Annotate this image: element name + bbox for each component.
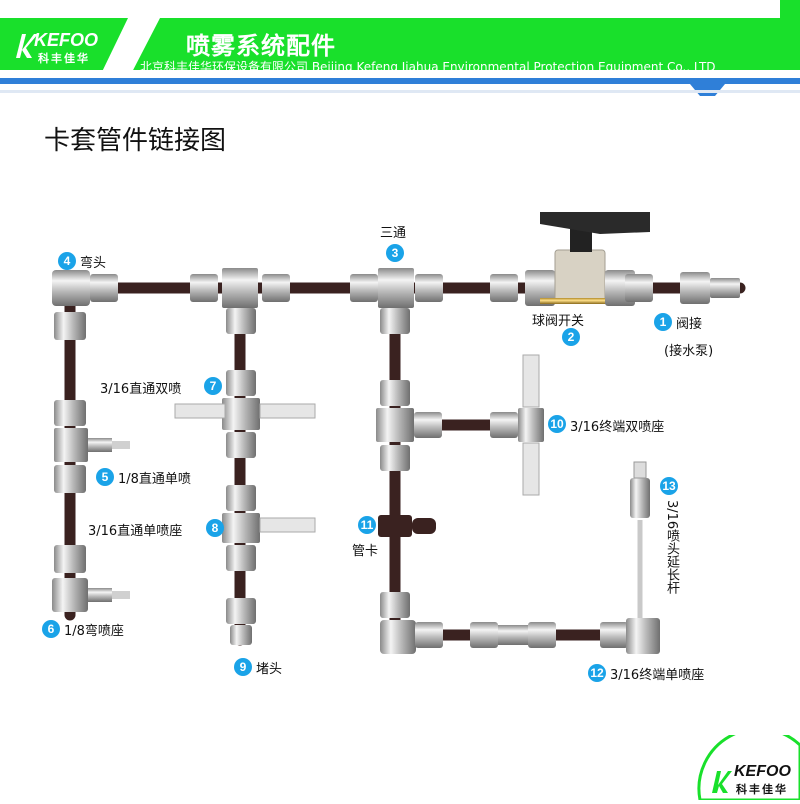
- nut: [415, 274, 443, 302]
- double-nozzle-tee: [222, 398, 260, 430]
- thread-connector: [710, 278, 740, 298]
- label-1-8-elbow: 1/8弯喷座: [64, 624, 124, 639]
- badge-9: 9: [234, 658, 252, 676]
- elbow-1-8: [52, 578, 88, 612]
- ball-valve-body: [554, 249, 606, 303]
- extension-rod: [630, 478, 650, 518]
- badge-10: 10: [548, 415, 566, 433]
- badge-4: 4: [58, 252, 76, 270]
- label-ball-valve: 球阀开关: [532, 314, 585, 329]
- badge-11: 11: [358, 516, 376, 534]
- header-logo-mark: [12, 30, 38, 64]
- badge-5: 5: [96, 468, 114, 486]
- header-title: 喷雾系统配件: [186, 32, 336, 60]
- left-column-fittings: [52, 312, 130, 612]
- end-double-nozzle: [518, 408, 544, 442]
- label-tee: 三通: [380, 226, 407, 241]
- nut: [350, 274, 378, 302]
- label-elbow: 弯头: [80, 256, 107, 271]
- label-extension-rod: 3/16喷头延长杆: [664, 500, 679, 595]
- plug: [230, 625, 252, 645]
- label-pipe-clamp: 管卡: [352, 544, 379, 559]
- valve-handle: [540, 212, 650, 234]
- footer-logo: KEFOO 科丰佳华: [690, 727, 800, 802]
- label-pump: (接水泵): [664, 344, 714, 359]
- header-subtitle: 北京科丰佳华环保设备有限公司 Beijing Kefeng Jiahua Env…: [140, 60, 716, 74]
- badge-8: 8: [206, 519, 224, 537]
- header-banner: KEFOO 科丰佳华 喷雾系统配件 北京科丰佳华环保设备有限公司 Beijing…: [0, 0, 800, 100]
- header-background: [0, 0, 800, 96]
- badge-13: 13: [660, 477, 678, 495]
- nut: [190, 274, 218, 302]
- right-branch-fittings: [376, 308, 544, 654]
- badge-7: 7: [204, 377, 222, 395]
- middle-column-fittings: [174, 308, 316, 645]
- badge-3: 3: [386, 244, 404, 262]
- valve-nut: [525, 270, 555, 306]
- elbow-bottom: [380, 620, 416, 654]
- footer-brand: KEFOO: [734, 763, 791, 780]
- nut: [90, 274, 118, 302]
- label-3-16-straight-double: 3/16直通双喷: [100, 382, 182, 397]
- nut: [490, 274, 518, 302]
- nut: [625, 274, 653, 302]
- tee-1-8: [54, 428, 88, 462]
- label-3-16-straight-single: 3/16直通单喷座: [88, 524, 183, 539]
- footer-brand-cn: 科丰佳华: [736, 783, 788, 796]
- label-3-16-end-double: 3/16终端双喷座: [570, 420, 665, 435]
- badge-6: 6: [42, 620, 60, 638]
- tee-fitting-3: [378, 268, 414, 308]
- elbow-fitting: [52, 270, 90, 306]
- single-nozzle-tee: [222, 513, 260, 543]
- badge-2: 2: [562, 328, 580, 346]
- valve-brass: [540, 298, 610, 304]
- label-valve-connector: 阀接: [676, 317, 703, 332]
- nut: [262, 274, 290, 302]
- page-title: 卡套管件链接图: [44, 126, 227, 156]
- bottom-line-fittings: [415, 461, 660, 654]
- nut: [680, 272, 710, 304]
- badge-1: 1: [654, 313, 672, 331]
- label-3-16-end-single: 3/16终端单喷座: [610, 668, 705, 683]
- label-1-8-straight-single: 1/8直通单喷: [118, 472, 191, 487]
- badge-12: 12: [588, 664, 606, 682]
- end-single-nozzle: [626, 618, 660, 654]
- header-brand-cn: 科丰佳华: [38, 52, 90, 65]
- tee-right: [376, 408, 414, 442]
- valve-stem: [570, 228, 592, 252]
- label-plug: 堵头: [256, 662, 283, 677]
- main-line-fittings: [90, 212, 740, 308]
- pipe-clamp: [378, 515, 412, 537]
- header-brand: KEFOO: [34, 30, 99, 50]
- tee-fitting: [222, 268, 258, 308]
